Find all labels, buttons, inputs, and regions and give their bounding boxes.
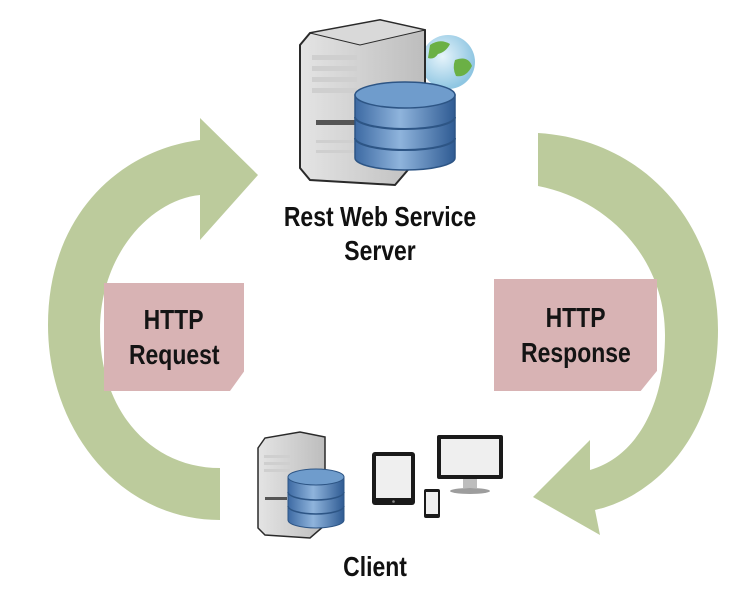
client-icon-group	[257, 431, 503, 539]
smartphone-icon	[424, 489, 440, 518]
client-label-text: Client	[343, 551, 407, 582]
response-note-line1: HTTP	[545, 302, 606, 333]
server-label: Rest Web Service Server	[273, 200, 486, 267]
request-note-line1: HTTP	[144, 304, 204, 335]
database-icon	[354, 81, 456, 171]
response-note-line2: Response	[520, 337, 631, 368]
tablet-icon	[372, 452, 415, 505]
server-label-line1: Rest Web Service	[283, 201, 477, 232]
request-note-line2: Request	[128, 339, 220, 370]
desktop-monitor-icon	[437, 435, 503, 494]
server-label-line2: Server	[344, 234, 416, 266]
database-icon	[287, 468, 345, 529]
globe-icon	[421, 35, 475, 89]
http-response-note: HTTP Response	[494, 279, 657, 391]
client-label: Client	[314, 550, 437, 584]
http-request-note: HTTP Request	[104, 283, 244, 391]
response-arrow	[533, 133, 718, 535]
server-icon-group	[299, 18, 475, 187]
request-arrow	[48, 118, 258, 520]
